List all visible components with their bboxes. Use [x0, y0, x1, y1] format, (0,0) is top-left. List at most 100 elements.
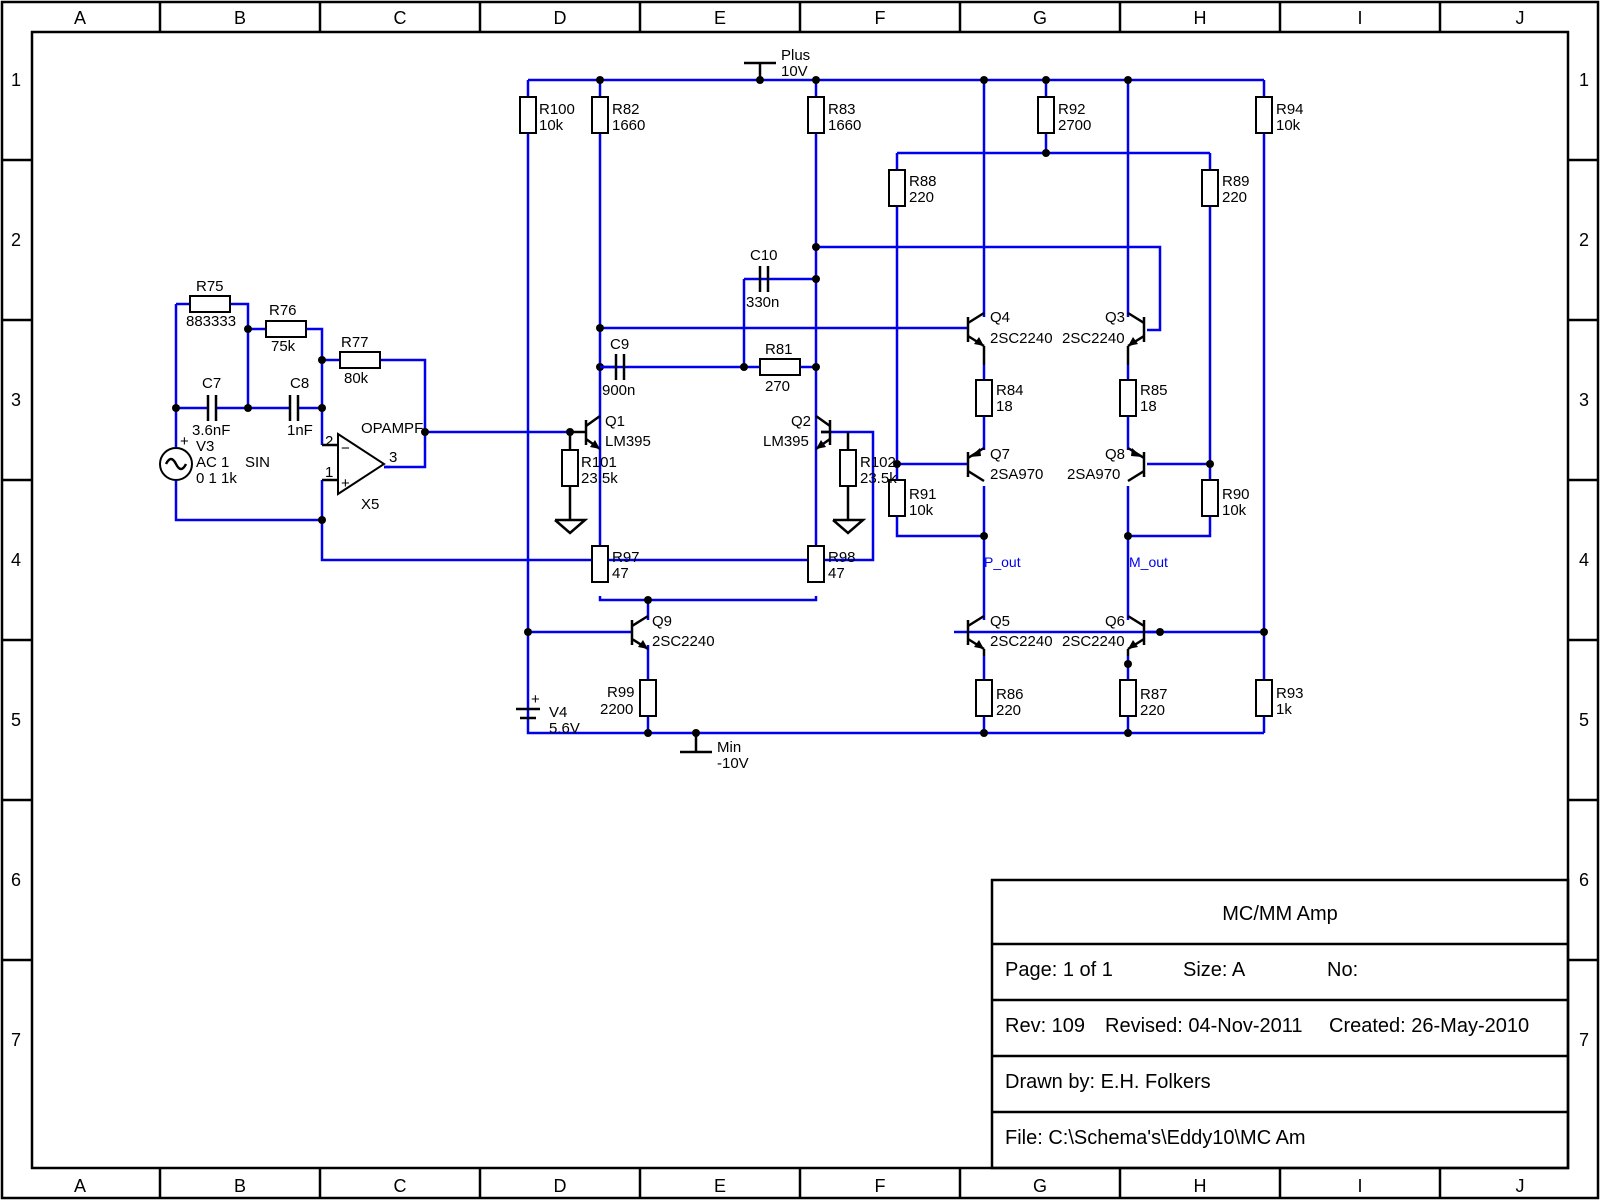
q9-ref: Q9 — [652, 613, 672, 630]
frame-row-label-left: 3 — [11, 390, 21, 410]
r76-value: 75k — [271, 338, 296, 355]
q2-ref: Q2 — [791, 413, 811, 430]
q9-model: 2SC2240 — [652, 633, 715, 650]
title-block-file: File: C:\Schema's\Eddy10\MC Am — [1005, 1127, 1306, 1149]
frame-row-label-right: 6 — [1579, 870, 1589, 890]
resistor-r86[interactable] — [975, 679, 993, 717]
v3-params: 0 1 1k — [196, 470, 237, 487]
q3-model: 2SC2240 — [1062, 330, 1125, 347]
resistor-r88[interactable] — [888, 169, 906, 207]
r91-value: 10k — [909, 502, 934, 519]
resistor-r82[interactable] — [591, 96, 609, 134]
transistor-q6[interactable] — [1126, 614, 1146, 656]
q6-ref: Q6 — [1105, 613, 1125, 630]
frame-col-label-bottom: B — [234, 1176, 246, 1196]
transistor-q8[interactable] — [1127, 446, 1146, 483]
q1-ref: Q1 — [605, 413, 625, 430]
frame-col-label-top: J — [1516, 8, 1525, 28]
r88-value: 220 — [909, 189, 934, 206]
title-block-revised: Revised: 04-Nov-2011 — [1105, 1015, 1303, 1037]
q2-model: LM395 — [763, 433, 809, 450]
q7-model: 2SA970 — [990, 466, 1043, 483]
r88-ref: R88 — [909, 173, 937, 190]
r82-value: 1660 — [612, 117, 645, 134]
transistor-q5[interactable] — [966, 614, 986, 656]
q1-model: LM395 — [605, 433, 651, 450]
opamp-x5[interactable]: − + — [322, 432, 386, 496]
r101-ref: R101 — [581, 454, 617, 471]
frame-col-label-top: B — [234, 8, 246, 28]
frame-col-label-bottom: H — [1194, 1176, 1207, 1196]
q8-model: 2SA970 — [1067, 466, 1120, 483]
battery-v4[interactable]: + — [516, 691, 540, 720]
net-min-voltage: -10V — [717, 755, 749, 772]
title-block-drawn-by: Drawn by: E.H. Folkers — [1005, 1071, 1211, 1093]
resistor-r84[interactable] — [975, 379, 993, 417]
q5-ref: Q5 — [990, 613, 1010, 630]
resistor-r93[interactable] — [1255, 679, 1273, 717]
title-block-size: Size: A — [1183, 959, 1246, 981]
r92-ref: R92 — [1058, 101, 1086, 118]
r85-value: 18 — [1140, 398, 1157, 415]
r94-ref: R94 — [1276, 101, 1304, 118]
resistor-r83[interactable] — [807, 96, 825, 134]
c8-ref: C8 — [290, 375, 309, 392]
transistor-q7[interactable] — [966, 446, 985, 483]
v4-ref: V4 — [549, 704, 567, 721]
transistor-q4[interactable] — [966, 311, 986, 365]
r99-value: 2200 — [600, 701, 633, 718]
resistor-r99[interactable] — [639, 679, 657, 717]
frame-row-label-right: 1 — [1579, 70, 1589, 90]
resistor-r81[interactable] — [759, 358, 801, 376]
resistor-r75[interactable] — [189, 295, 231, 313]
resistor-r85[interactable] — [1119, 379, 1137, 417]
capacitor-c7[interactable] — [206, 395, 218, 421]
resistor-r76[interactable] — [265, 320, 307, 338]
frame-row-label-right: 4 — [1579, 550, 1589, 570]
capacitor-c9[interactable] — [600, 354, 626, 380]
svg-text:+: + — [531, 691, 540, 708]
r99-ref: R99 — [607, 684, 635, 701]
q7-ref: Q7 — [990, 446, 1010, 463]
r84-ref: R84 — [996, 382, 1024, 399]
resistor-r87[interactable] — [1119, 679, 1137, 717]
transistor-q1[interactable] — [570, 414, 601, 451]
r86-value: 220 — [996, 702, 1021, 719]
c7-value: 3.6nF — [192, 422, 230, 439]
sine-source-v3[interactable]: + — [159, 433, 193, 481]
resistor-r94[interactable] — [1255, 96, 1273, 134]
v3-type: SIN — [245, 454, 270, 471]
resistor-r100[interactable] — [519, 96, 537, 134]
r93-value: 1k — [1276, 701, 1292, 718]
title-block-created: Created: 26-May-2010 — [1329, 1015, 1529, 1037]
r98-value: 47 — [828, 565, 845, 582]
r82-ref: R82 — [612, 101, 640, 118]
resistor-r102[interactable] — [832, 432, 867, 535]
resistor-r97[interactable] — [591, 545, 609, 583]
transistor-q2[interactable] — [815, 414, 832, 451]
transistor-q9[interactable] — [630, 614, 649, 651]
r90-value: 10k — [1222, 502, 1247, 519]
r97-ref: R97 — [612, 549, 640, 566]
resistor-r101[interactable] — [554, 432, 589, 535]
resistor-r91[interactable] — [888, 479, 906, 517]
transistor-q3[interactable] — [1126, 311, 1146, 365]
resistor-r92[interactable] — [1037, 96, 1055, 134]
net-min-label: Min — [717, 739, 741, 756]
resistor-r77[interactable] — [339, 351, 381, 369]
frame-col-label-top: F — [875, 8, 886, 28]
frame-col-label-bottom: I — [1357, 1176, 1362, 1196]
frame-row-label-left: 1 — [11, 70, 21, 90]
frame-col-label-top: E — [714, 8, 726, 28]
resistor-r90[interactable] — [1201, 479, 1219, 517]
v3-ac: AC 1 — [196, 454, 229, 471]
r84-value: 18 — [996, 398, 1013, 415]
frame-row-label-left: 6 — [11, 870, 21, 890]
resistor-r98[interactable] — [807, 545, 825, 583]
resistor-r89[interactable] — [1201, 169, 1219, 207]
capacitor-c10[interactable] — [758, 266, 770, 292]
svg-text:+: + — [341, 475, 350, 492]
capacitor-c8[interactable] — [288, 395, 300, 421]
